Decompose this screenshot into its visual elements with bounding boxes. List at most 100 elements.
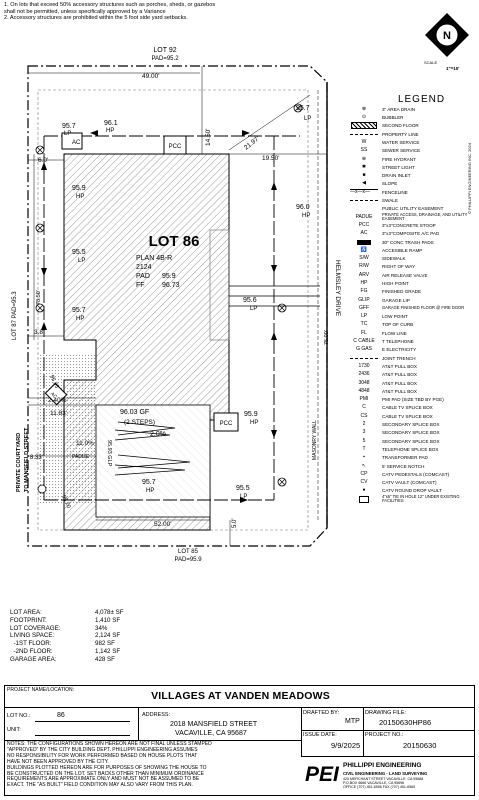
legend-item: FL FLOW LINE xyxy=(346,329,477,337)
firm-subtitle: CIVIL ENGINEERING · LAND SURVEYING xyxy=(343,771,428,776)
legend-symbol: ⊗ xyxy=(361,105,367,112)
legend-symbol: AC xyxy=(360,230,368,237)
ac-pad xyxy=(61,132,83,150)
ac-label: AC xyxy=(72,140,81,146)
legend-label: 4"x6" TIE IN HOLE 12" UNDER EXISTING FAC… xyxy=(382,493,460,504)
drafted-value: MTP xyxy=(345,718,360,725)
legend-symbol: LP xyxy=(360,313,368,320)
legend-label: WATER SERVICE xyxy=(382,139,420,145)
legend-item: ↖5' SERVICE NOTCH xyxy=(346,462,477,470)
legend-symbol: 3 xyxy=(362,429,366,436)
pcc-label: PCC xyxy=(220,421,233,427)
spot-elev: 95.5 xyxy=(236,485,250,492)
legend-item: ▪TRANSFORMER PAD xyxy=(346,454,477,462)
legend-symbol: FG xyxy=(360,288,368,295)
street-name: HELMSLEY DRIVE xyxy=(334,260,341,317)
legend-symbol: HP xyxy=(360,279,368,286)
stat-row: GARAGE AREA:428 SF xyxy=(10,656,124,664)
legend-symbol: R/W xyxy=(359,263,369,270)
slope-arrows xyxy=(41,130,277,503)
legend-symbol: GFF xyxy=(359,304,369,311)
pcc-label: PCC xyxy=(169,144,182,150)
title-block: PROJECT NAME/LOCATION: VILLAGES AT VANDE… xyxy=(4,685,475,796)
stat-row: -2ND FLOOR:1,142 SF xyxy=(10,648,124,656)
legend-item: CV CATV VAULT (COMCAST) xyxy=(346,479,477,487)
legend-symbol xyxy=(346,495,382,503)
courtyard-label-2: TO MANSFIELD STREET xyxy=(24,427,30,492)
dim-label: 49.00' xyxy=(142,73,160,80)
legend-label: FIRE HYDRANT xyxy=(382,156,416,162)
firm-phone: OFFICE (707) 451-6556 FAX (707) 451-6565 xyxy=(343,785,416,789)
stat-key: LOT AREA: xyxy=(10,609,42,616)
disclaimer-line: REQUIREMENTS ARE APPROXIMATE ONLY AND MU… xyxy=(7,776,200,783)
lot85-label: LOT 85 xyxy=(178,549,199,555)
project-label: PROJECT NAME/LOCATION: xyxy=(7,687,75,693)
stat-key: LOT COVERAGE: xyxy=(10,624,61,632)
legend-label: 3" AREA DRAIN xyxy=(382,106,416,112)
pad-value: 95.9 xyxy=(162,273,176,280)
spot-elev: 95.7 xyxy=(296,105,310,112)
legend-symbol: CV xyxy=(360,479,368,486)
legend-label: AIR RELEASE VALVE xyxy=(382,272,428,278)
dim-label: 14.50' xyxy=(205,128,212,146)
unit-label: UNIT: xyxy=(7,727,21,733)
legend-label: CATV VAULT (COMCAST) xyxy=(382,480,437,486)
legend-symbol xyxy=(346,239,382,245)
spot-type: LP xyxy=(304,116,311,122)
note-line: shall not be permitted, unless specifica… xyxy=(4,8,166,15)
legend-symbol: GLIP xyxy=(358,296,370,303)
legend-label: AT&T PULL BOX xyxy=(382,388,417,394)
legend-symbol: CS xyxy=(360,412,368,419)
dim-label: 95.20 xyxy=(60,494,71,509)
legend-item: ■DRAIN INLET xyxy=(346,172,477,180)
dim-label: 52.00' xyxy=(154,521,172,528)
disclaimer-line: BE CONSTRUCTED ON THE LOT. SET BACKS OTH… xyxy=(7,770,204,777)
legend-symbol xyxy=(346,200,382,202)
legend-symbol: FL xyxy=(361,329,367,336)
legend-symbol: ■ xyxy=(362,172,366,179)
legend-label: TOP OF CURB xyxy=(382,322,414,328)
legend-symbol: ◀ xyxy=(362,180,366,187)
north-arrow-icon: N xyxy=(425,13,469,57)
spot-type: LP xyxy=(250,306,257,312)
legend-label: PUBLIC UTILITY EASEMENT xyxy=(382,206,444,212)
second-floor-outline xyxy=(209,229,230,341)
legend-label: PRIVATE ACCESS, DRAINAGE, AND UTILITY EA… xyxy=(382,211,468,222)
lot-no-label: LOT NO.: xyxy=(7,713,31,719)
spot-type: HP xyxy=(76,194,84,200)
garage-floor-elev: 96.03 GF xyxy=(120,409,149,416)
stat-row: LIVING SPACE:2,124 SF xyxy=(10,632,124,640)
stat-row: LOT AREA:4,078± SF xyxy=(10,609,124,617)
spot-elev: 95.9 xyxy=(72,185,86,192)
legend-label: SECOND FLOOR xyxy=(382,123,419,129)
legend-item: ⊗ 3" AREA DRAIN xyxy=(346,105,477,113)
legend-symbol: 1730 xyxy=(358,362,370,369)
spot-type: HP xyxy=(302,213,310,219)
legend-symbol: ♿ xyxy=(360,246,368,253)
courtyard-label-1: PRIVATE COURTYARD xyxy=(16,433,22,492)
legend-symbol: C CABLE xyxy=(353,338,375,345)
garage-slope: 2.0% xyxy=(150,431,166,438)
legend-symbol: TC xyxy=(360,321,368,328)
dimension-lines xyxy=(28,66,327,546)
legend-label: PMI PAD (SIZE TBD BY PGE) xyxy=(382,397,444,403)
dim-label: 11.83' xyxy=(50,410,67,417)
legend-label: E ELECTRICITY xyxy=(382,347,417,353)
legend-label: FLOW LINE xyxy=(382,330,407,336)
spot-elev: 95.7 xyxy=(72,307,86,314)
firm-logo: PEI xyxy=(305,763,339,786)
legend-label: CATV ROUND DROP VAULT xyxy=(382,488,442,494)
disclaimer-line: BUILDINGS PLOTTED HEREON ARE FOR PURPOSE… xyxy=(7,764,207,771)
legend-item: ✱STREET LIGHT xyxy=(346,163,477,171)
spot-elev: 95.6 xyxy=(243,297,257,304)
